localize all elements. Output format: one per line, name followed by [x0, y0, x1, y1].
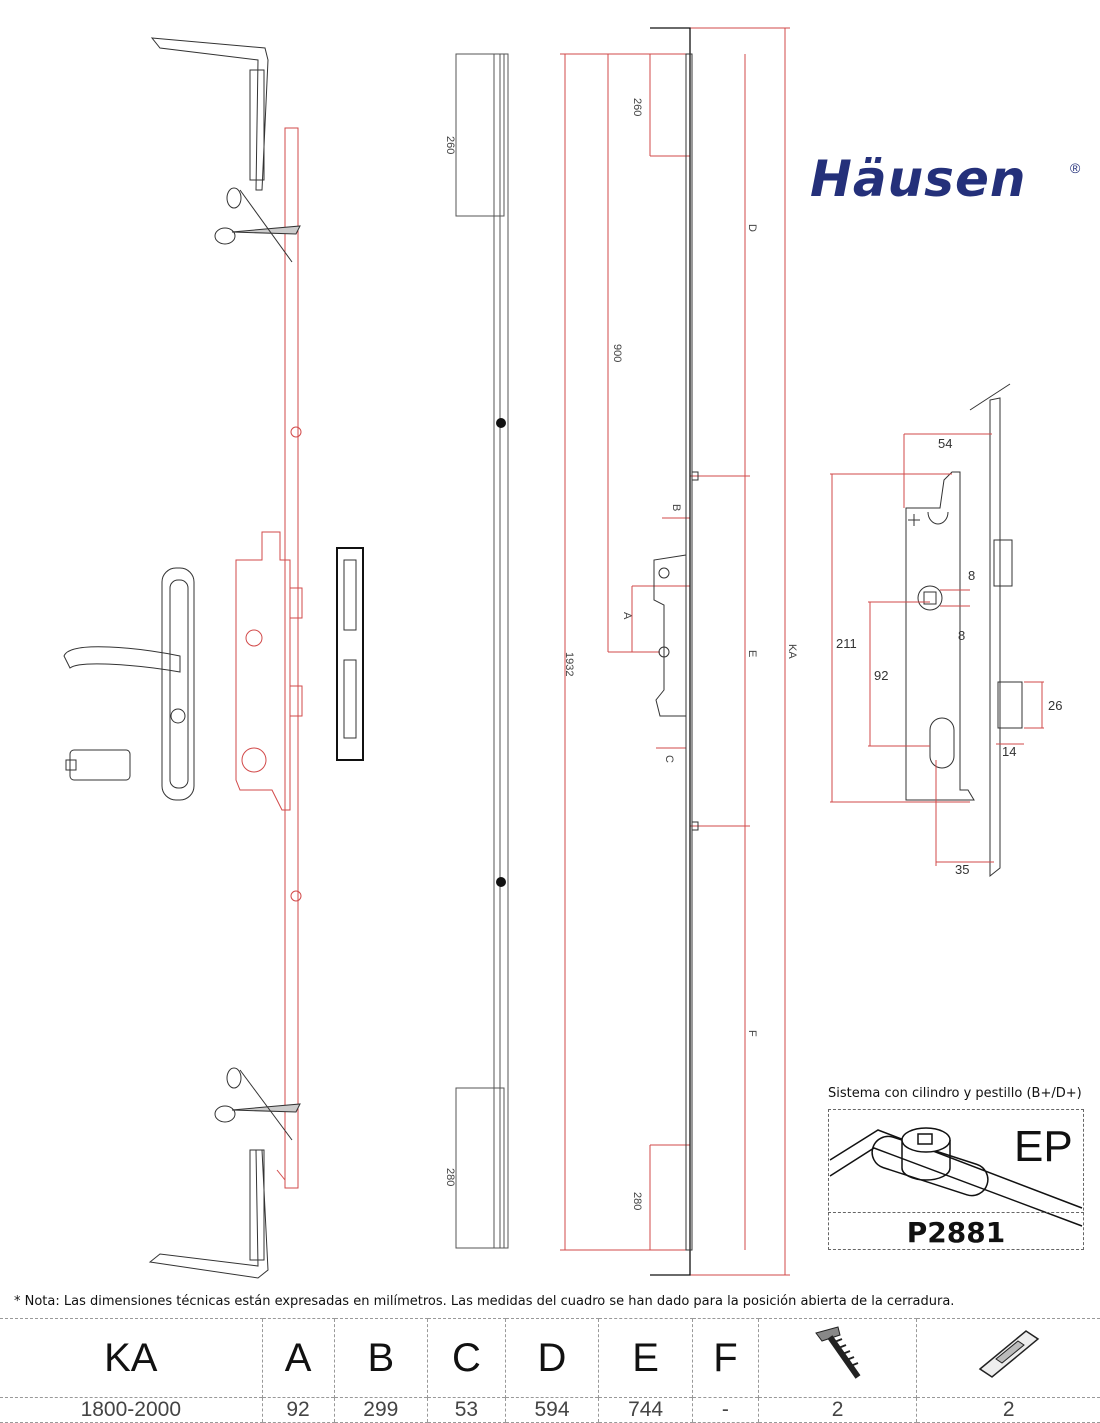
hausen-logo: Häusen	[810, 150, 1027, 208]
header-d: D	[504, 1318, 599, 1398]
value-strikes: 2	[916, 1397, 1100, 1423]
ep-box	[828, 1109, 1084, 1250]
multipoint-lock-illustration	[63, 37, 364, 1279]
note: * Nota: Las dimensiones técnicas están e…	[14, 1294, 955, 1309]
screw-icon-svg	[814, 1326, 861, 1379]
strike-icon	[916, 1318, 1100, 1398]
dim-ka: KA	[786, 644, 798, 659]
lock-dim-14: 14	[1002, 744, 1016, 759]
ep-caption: Sistema con cilindro y pestillo (B+/D+)	[828, 1086, 1082, 1101]
spec-header-row: KA A B C D E F	[0, 1318, 1100, 1398]
dim-bottom-inner: 280	[631, 1192, 643, 1210]
header-a: A	[261, 1318, 334, 1398]
ep-detail-illustration	[829, 1127, 1083, 1227]
ep-label: EP	[1014, 1122, 1073, 1171]
spec-table: KA A B C D E F 1800-2000 92 299 53 594 7…	[0, 1318, 1100, 1423]
strike-icon-svg	[978, 1330, 1039, 1378]
lock-dim-8a: 8	[968, 568, 975, 583]
dim-e: E	[746, 650, 758, 657]
value-a: 92	[261, 1397, 334, 1423]
screw-icon	[757, 1318, 917, 1398]
dimensioned-strip-drawing	[560, 27, 790, 1276]
dim-bottom-strike: 280	[444, 1168, 456, 1186]
dim-f: F	[746, 1030, 758, 1037]
value-ka: 1800-2000	[0, 1397, 263, 1423]
header-b: B	[333, 1318, 428, 1398]
lock-case-dimensions	[830, 433, 1044, 866]
lock-dim-35: 35	[955, 862, 969, 877]
lock-dim-8b: 8	[958, 628, 965, 643]
lock-case-drawing	[905, 383, 1023, 878]
dim-b: B	[670, 504, 682, 511]
profile-drawing	[455, 53, 509, 1249]
dim-top-inner: 260	[631, 98, 643, 116]
header-ka: KA	[0, 1318, 263, 1398]
dim-top-strike: 260	[444, 136, 456, 154]
value-c: 53	[427, 1397, 506, 1423]
dim-lock-offset: 900	[611, 344, 623, 362]
ep-code: P2881	[828, 1212, 1084, 1249]
lock-dim-26: 26	[1048, 698, 1062, 713]
dim-a: A	[621, 612, 633, 620]
value-f: -	[691, 1397, 759, 1423]
spec-value-row: 1800-2000 92 299 53 594 744 - 2 2	[0, 1397, 1100, 1423]
lock-dim-211: 211	[836, 636, 857, 651]
lock-dim-92: 92	[874, 668, 888, 683]
dim-overall: 1932	[563, 652, 575, 676]
dim-c: C	[663, 755, 675, 763]
value-d: 594	[504, 1397, 599, 1423]
lock-dim-54: 54	[938, 436, 952, 451]
header-c: C	[427, 1318, 506, 1398]
header-e: E	[598, 1318, 693, 1398]
value-b: 299	[333, 1397, 428, 1423]
registered-mark: ®	[1070, 160, 1081, 176]
value-e: 744	[598, 1397, 693, 1423]
dim-d: D	[746, 224, 758, 232]
header-f: F	[691, 1318, 759, 1398]
technical-drawing: 260 280 260 280 1932 900 D E F KA A B	[63, 27, 1083, 1279]
value-screws: 2	[757, 1397, 917, 1423]
